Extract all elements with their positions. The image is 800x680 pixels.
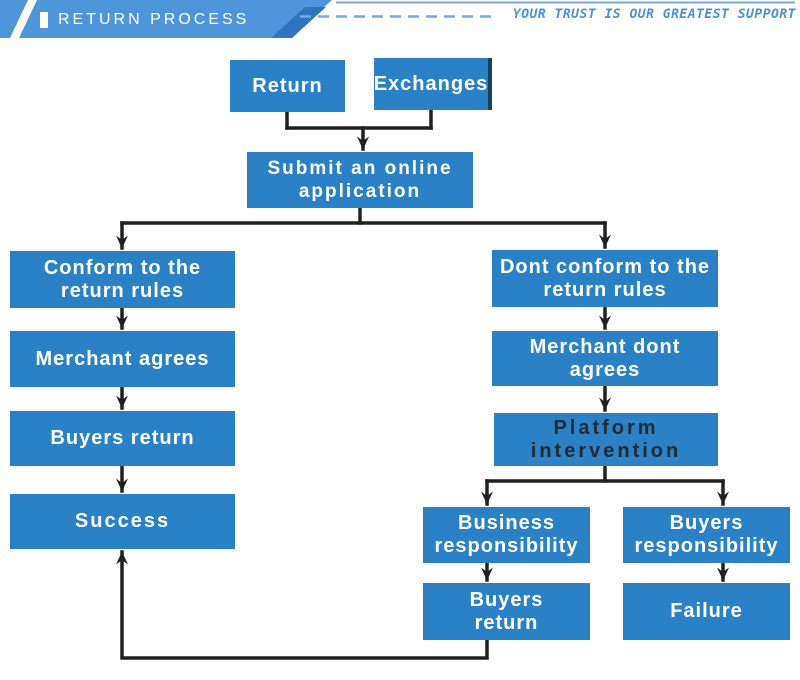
- node-submit-application: Submit an online application: [247, 152, 473, 208]
- feedback-loop-to-success: [116, 550, 489, 660]
- node-business-responsibility: Business responsibility: [423, 507, 590, 563]
- node-label-line1: Dont conform to the: [499, 255, 711, 278]
- header-banner: RETURN PROCESS YOUR TRUST IS OUR GREATES…: [0, 0, 800, 40]
- node-label-line1: Conform to the: [43, 256, 202, 279]
- node-label-line1: Buyers: [469, 588, 544, 611]
- node-buyers-return: Buyers return: [10, 411, 235, 466]
- node-label: Exchanges: [373, 72, 489, 95]
- node-platform-intervention: Platform intervention: [494, 413, 718, 466]
- node-label-line2: return: [474, 611, 539, 634]
- node-return: Return: [230, 60, 345, 112]
- node-label-line2: return rules: [60, 279, 185, 302]
- banner-shape: [0, 0, 332, 38]
- node-failure: Failure: [623, 583, 790, 640]
- node-label-line2: application: [298, 181, 422, 202]
- node-label-line1: Buyers: [669, 512, 744, 534]
- node-label: Merchant agrees: [35, 347, 210, 370]
- top-rule-line: [336, 1, 795, 4]
- node-buyers-responsibility: Buyers responsibility: [623, 507, 790, 563]
- node-label: Success: [74, 510, 171, 532]
- node-label-line2: intervention: [530, 439, 682, 462]
- node-label: Merchant dont agrees: [529, 335, 681, 381]
- header-tagline: YOUR TRUST IS OUR GREATEST SUPPORT: [512, 7, 796, 22]
- node-label-line2: responsibility: [634, 535, 779, 557]
- node-label-line2: return rules: [543, 278, 667, 301]
- node-label-line1: Platform: [553, 416, 659, 439]
- node-label-line1: Submit an online: [267, 158, 453, 179]
- node-success: Success: [10, 494, 235, 549]
- node-label: Buyers return: [50, 427, 195, 449]
- title-marker-bar-icon: [40, 12, 48, 28]
- node-exchanges: Exchanges: [374, 58, 492, 110]
- banner-accent-shape: [271, 7, 326, 38]
- header-banner-graphic: [0, 0, 795, 38]
- node-label: Return: [252, 74, 323, 97]
- banner-slash-decoration: [10, 0, 37, 38]
- node-buyers-return-2: Buyers return: [423, 583, 590, 640]
- node-merchant-agrees: Merchant agrees: [10, 331, 235, 387]
- node-conform-rules: Conform to the return rules: [10, 251, 235, 308]
- node-label-line2: responsibility: [434, 535, 579, 557]
- node-label-line1: Business: [458, 512, 555, 534]
- page-title: RETURN PROCESS: [58, 11, 250, 28]
- node-merchant-dont-agrees: Merchant dont agrees: [492, 331, 718, 386]
- node-dont-conform-rules: Dont conform to the return rules: [492, 250, 718, 307]
- node-label: Failure: [670, 600, 743, 622]
